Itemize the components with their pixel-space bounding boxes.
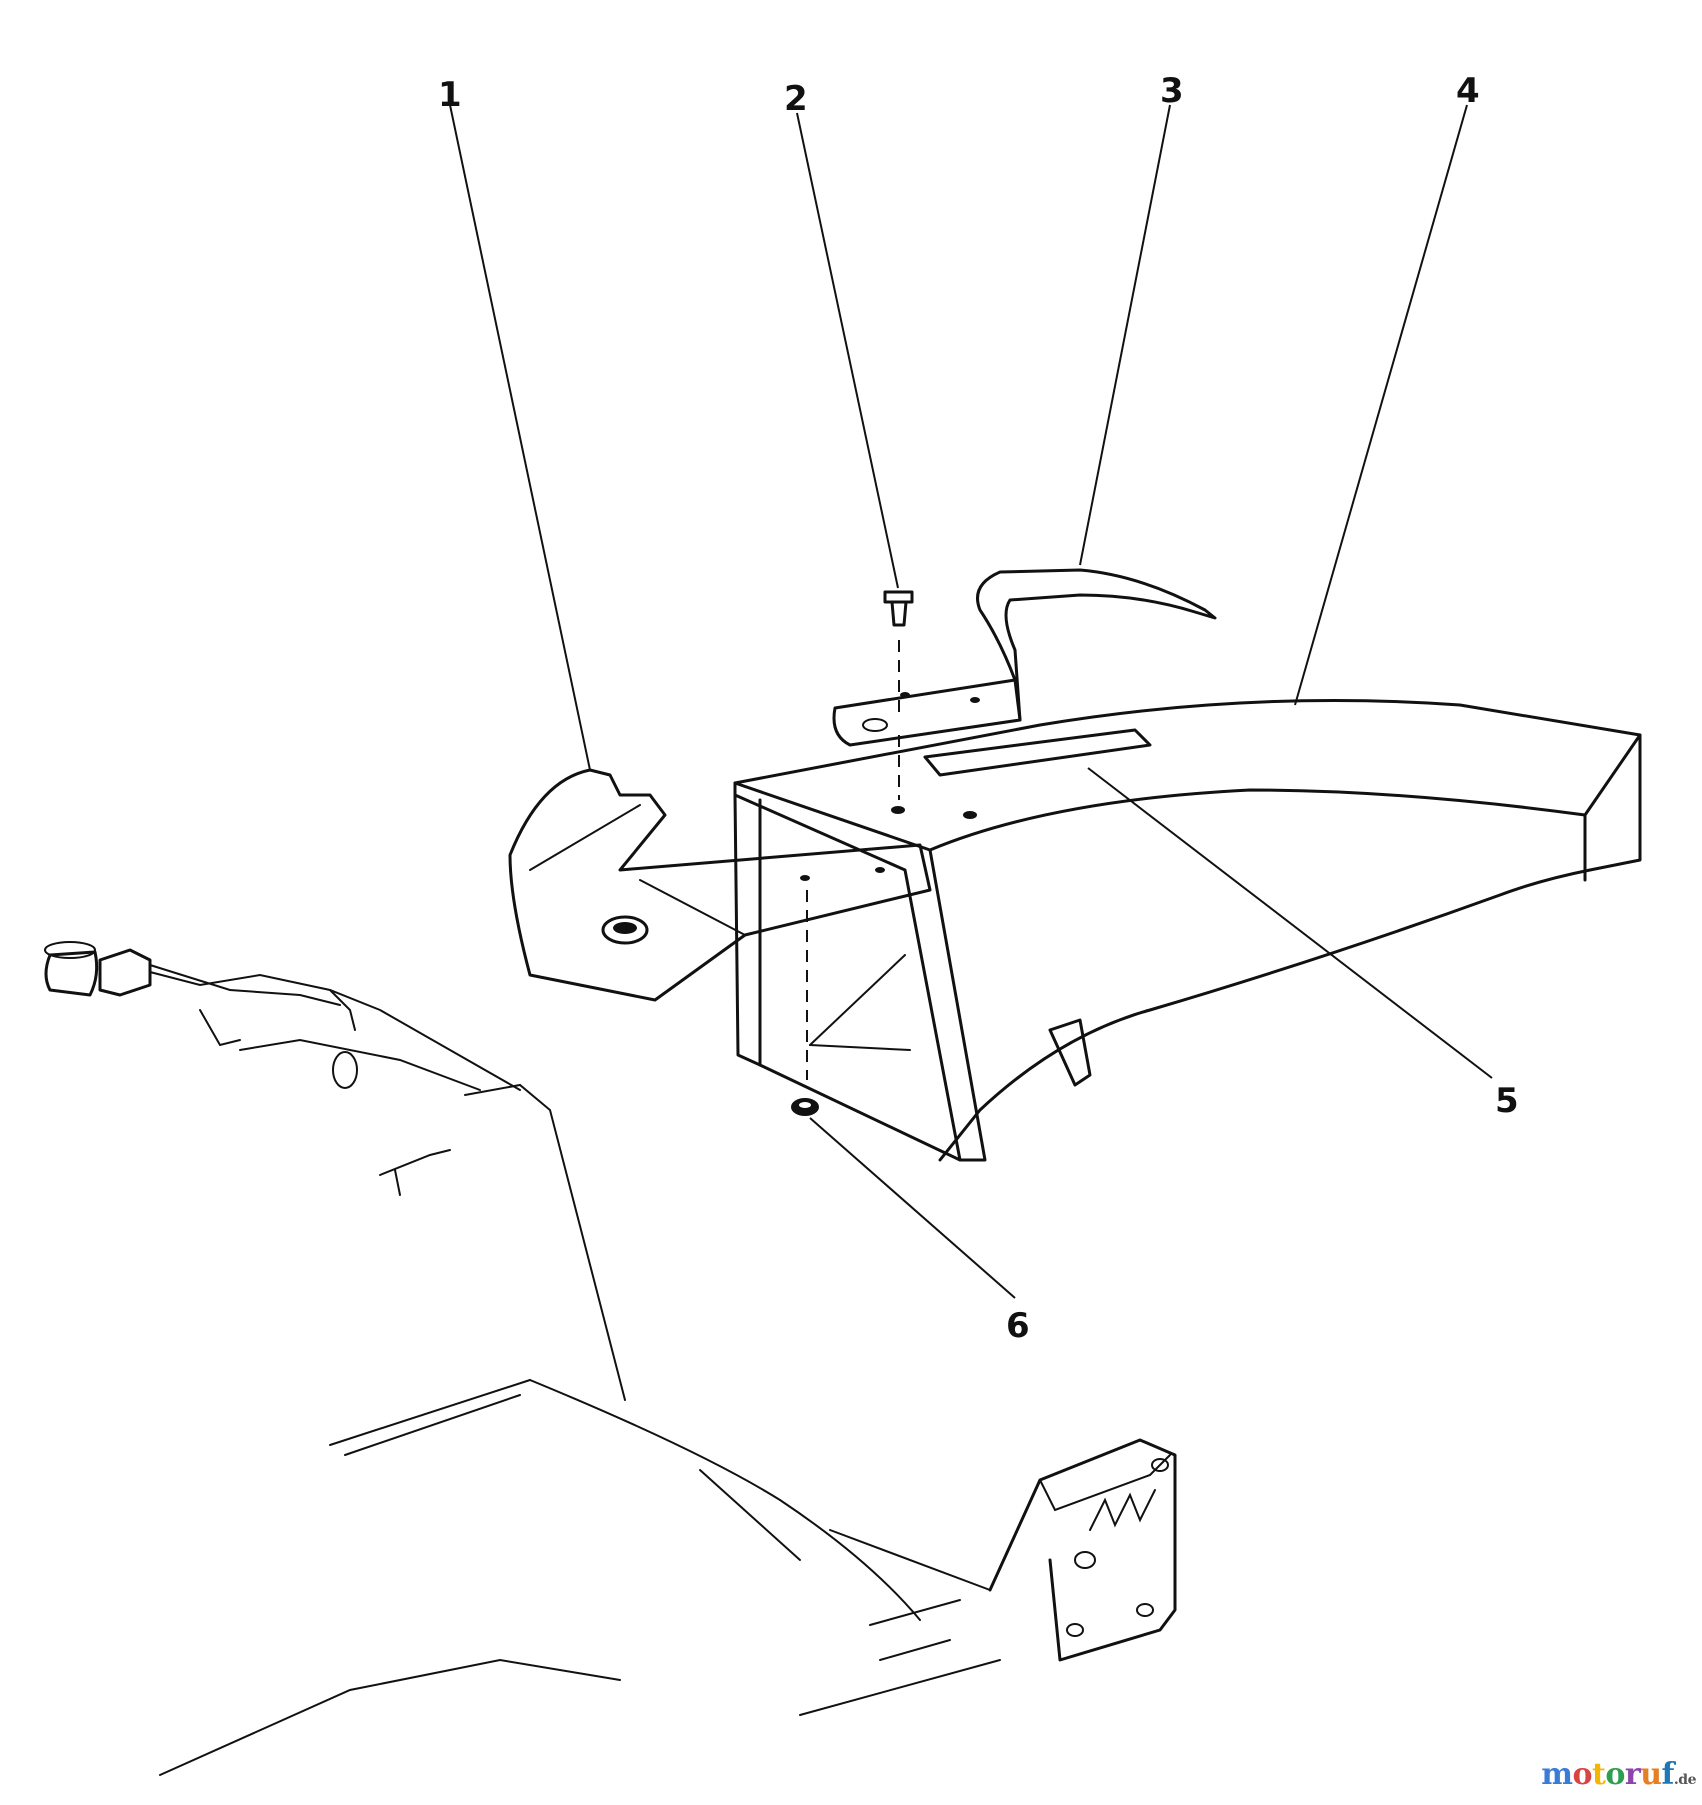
- callout-3: 3: [1160, 71, 1184, 111]
- callout-5: 5: [1495, 1081, 1519, 1121]
- callout-1: 1: [438, 75, 462, 115]
- part-6-nut: [791, 890, 819, 1116]
- part-2-screw: [883, 590, 914, 800]
- part-1-deflector: [508, 768, 932, 1002]
- watermark-letter: t: [1592, 1757, 1606, 1792]
- callout-6: 6: [1006, 1306, 1030, 1346]
- watermark-brand: motoruf: [1541, 1757, 1674, 1792]
- watermark-letter: m: [1541, 1757, 1573, 1792]
- watermark-letter: r: [1624, 1757, 1641, 1792]
- watermark-letter: o: [1572, 1757, 1593, 1792]
- watermark-letter: f: [1661, 1757, 1675, 1792]
- mower-body: [44, 941, 1177, 1776]
- callout-2: 2: [784, 79, 808, 119]
- callout-4: 4: [1456, 71, 1480, 111]
- watermark-letter: o: [1605, 1757, 1625, 1792]
- part-4-chute: [733, 699, 1642, 1162]
- leader-lines: [449, 104, 1493, 1299]
- part-3-handle: [832, 568, 1217, 747]
- motoruf-watermark-logo: motoruf.de: [1541, 1757, 1696, 1792]
- watermark-tld: .de: [1673, 1772, 1697, 1788]
- watermark-letter: u: [1640, 1757, 1662, 1792]
